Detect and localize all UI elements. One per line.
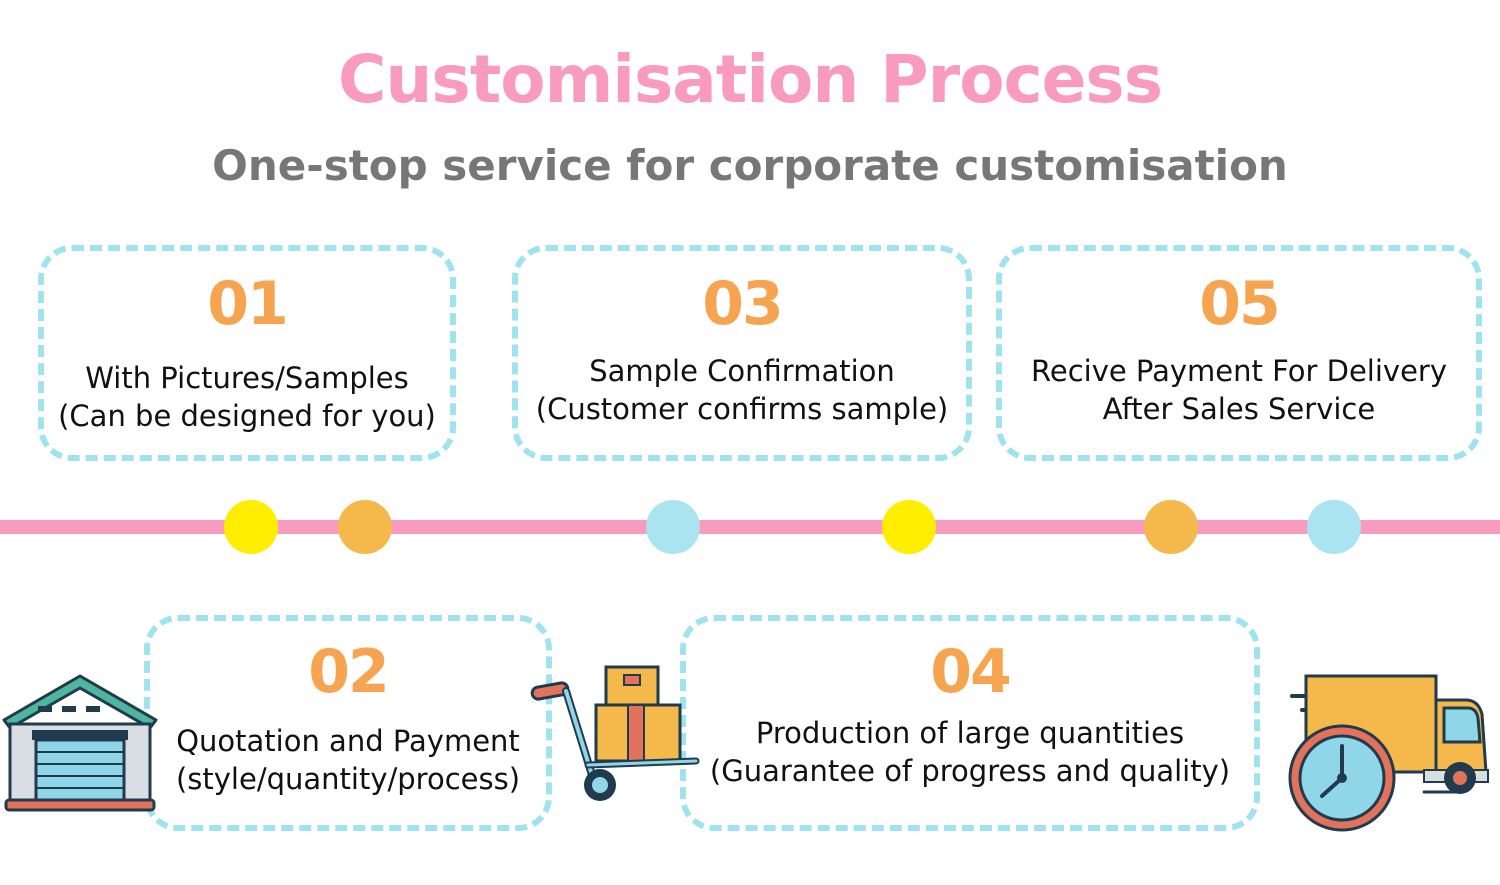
step-04-box: 04 Production of large quantities (Guara… (680, 615, 1260, 831)
step-description: (Guarantee of progress and quality) (709, 754, 1231, 788)
step-02-box: 02 Quotation and Payment (style/quantity… (144, 615, 552, 831)
timeline-dot (882, 500, 936, 554)
step-title: With Pictures/Samples (85, 361, 409, 395)
step-description: After Sales Service (1102, 392, 1376, 426)
warehouse-icon (0, 670, 160, 815)
step-title: Production of large quantities (755, 716, 1185, 750)
timeline-dot (1307, 500, 1361, 554)
timeline-dot (1144, 500, 1198, 554)
step-number: 05 (1199, 269, 1281, 339)
step-title: Sample Confirmation (589, 354, 895, 388)
timeline-dot (646, 500, 700, 554)
step-description: (Customer confirms sample) (535, 392, 949, 426)
step-number: 01 (207, 269, 289, 339)
timeline-dot (338, 500, 392, 554)
page-subtitle: One-stop service for corporate customisa… (212, 141, 1288, 190)
timeline-dot (224, 500, 278, 554)
step-number: 03 (702, 269, 784, 339)
step-description: (style/quantity/process) (175, 762, 521, 796)
step-05-box: 05 Recive Payment For Delivery After Sal… (996, 245, 1482, 461)
step-number: 04 (930, 637, 1012, 707)
delivery-truck-clock-icon (1284, 670, 1492, 835)
page-title: Customisation Process (337, 41, 1163, 118)
step-number: 02 (308, 637, 390, 707)
step-01-box: 01 With Pictures/Samples (Can be designe… (38, 245, 456, 461)
step-03-box: 03 Sample Confirmation (Customer confirm… (512, 245, 972, 461)
hand-truck-icon (530, 665, 700, 805)
step-description: (Can be designed for you) (58, 399, 436, 433)
step-title: Quotation and Payment (176, 724, 520, 758)
step-title: Recive Payment For Delivery (1031, 354, 1447, 388)
